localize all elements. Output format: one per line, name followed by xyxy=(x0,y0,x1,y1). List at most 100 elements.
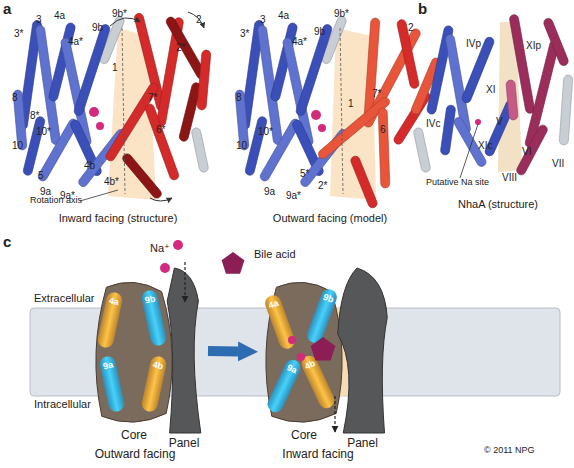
callout-label: 10 xyxy=(236,140,247,151)
leader-line xyxy=(340,28,343,194)
callout-label: 8 xyxy=(236,92,242,103)
callout-label: 4b xyxy=(84,160,95,171)
helix-cylinder xyxy=(484,99,517,157)
helix-cylinder xyxy=(240,20,264,130)
callout-label: V xyxy=(496,116,503,127)
helix-label: 4b xyxy=(152,359,164,371)
domain-label: Core xyxy=(291,428,317,442)
helix-cylinder xyxy=(178,82,201,142)
rotation-arrow xyxy=(110,18,140,26)
domain-label: Core xyxy=(121,428,147,442)
helix-cylinder xyxy=(350,155,379,209)
helix-cylinder xyxy=(509,14,535,114)
callout-label: 9a xyxy=(264,186,275,197)
callout-label: VIII xyxy=(502,172,517,183)
helix-cylinder xyxy=(506,80,518,121)
callout-label: XIc xyxy=(478,140,492,151)
core-domain: Core4a9b9a4b xyxy=(258,280,350,425)
helix-label: 9b xyxy=(322,292,335,305)
shaded-region xyxy=(498,22,522,172)
helix-cylinder: 9a xyxy=(265,357,303,415)
callout-label: 9b* xyxy=(112,8,127,19)
callout-label: 1 xyxy=(348,98,354,109)
callout-label: 9b xyxy=(314,26,325,37)
callout-label: 10* xyxy=(258,126,273,137)
helix-cylinder xyxy=(426,25,454,115)
panel-domain: Panel xyxy=(160,268,208,433)
helix-cylinder xyxy=(410,57,442,116)
callout-label: 4a xyxy=(278,10,289,21)
panel-outline xyxy=(335,268,390,433)
callout-label: Bile acid xyxy=(254,248,296,260)
helix-cylinder xyxy=(291,119,325,177)
shaded-region xyxy=(108,28,156,200)
leader-line xyxy=(80,190,118,201)
shaded-region xyxy=(330,28,376,200)
panel-outline xyxy=(167,268,201,433)
helix-cylinder xyxy=(244,116,267,176)
helix-cylinder xyxy=(413,127,431,173)
callout-label: Inward facing (structure) xyxy=(59,212,178,224)
core-outline xyxy=(88,280,180,425)
leader-line xyxy=(460,124,478,178)
callout-label: IVc xyxy=(426,118,440,129)
bile-acid-symbol xyxy=(311,337,336,361)
helix-cylinder xyxy=(144,103,180,181)
sodium-ion xyxy=(160,263,170,273)
helix-cylinder xyxy=(559,75,573,145)
helix-cylinder xyxy=(320,15,347,65)
callout-label: 3* xyxy=(14,28,23,39)
domain-label: Panel xyxy=(169,436,200,450)
sodium-sphere xyxy=(89,107,99,117)
helix-cylinder: 4a xyxy=(96,291,123,349)
helix-cylinder xyxy=(197,50,211,111)
transport-arrow xyxy=(184,262,185,302)
callout-label: Putative Na site xyxy=(426,178,489,188)
helix-cylinder xyxy=(515,124,549,177)
callout-label: 4a* xyxy=(292,36,307,47)
helix-cylinder xyxy=(156,17,184,127)
callout-label: 3* xyxy=(240,28,249,39)
helix-cylinder xyxy=(440,105,456,156)
membrane-band xyxy=(30,308,560,396)
helix-cylinder xyxy=(524,40,559,149)
sodium-ion xyxy=(173,240,183,250)
sodium-sphere xyxy=(311,110,321,120)
helix-cylinder xyxy=(98,15,125,65)
callout-label: 2* xyxy=(318,180,327,191)
callout-label: 10* xyxy=(36,126,51,137)
callout-label: 7* xyxy=(372,88,381,99)
helix-cylinder xyxy=(259,117,302,182)
callout-label: 6 xyxy=(380,124,386,135)
callout-label: VI xyxy=(522,146,531,157)
callout-label: Intracellular xyxy=(34,398,91,410)
helix-cylinder xyxy=(235,90,249,151)
callout-label: 4a* xyxy=(68,36,83,47)
callout-label: 2 xyxy=(196,14,202,25)
callout-label: Rotation axis xyxy=(30,196,82,206)
leader-line xyxy=(122,28,125,194)
callout-label: 7* xyxy=(148,92,157,103)
helix-cylinder xyxy=(48,22,76,102)
callout-label: IVp xyxy=(466,38,481,49)
callout-label: Inward facing xyxy=(282,448,353,461)
helix-cylinder: 9a xyxy=(98,355,125,413)
callout-label: 8 xyxy=(12,92,18,103)
callout-label: Na⁺ xyxy=(150,242,170,254)
callout-label: 4a xyxy=(54,10,65,21)
rotation-arrow xyxy=(150,198,172,201)
helix-label: 4b xyxy=(303,358,317,372)
callout-label: 3 xyxy=(36,14,42,25)
callout-label: Outward facing xyxy=(95,448,176,461)
callout-label: 9a* xyxy=(286,190,301,201)
helix-cylinder xyxy=(13,90,27,151)
panel-domain: Panel xyxy=(335,268,390,433)
panel-letter: b xyxy=(418,1,427,18)
helix-cylinder xyxy=(378,108,390,188)
helix-label: 4a xyxy=(108,295,120,307)
rotation-arrow xyxy=(188,12,204,28)
callout-label: 9a xyxy=(40,186,51,197)
helix-cylinder xyxy=(257,25,283,145)
